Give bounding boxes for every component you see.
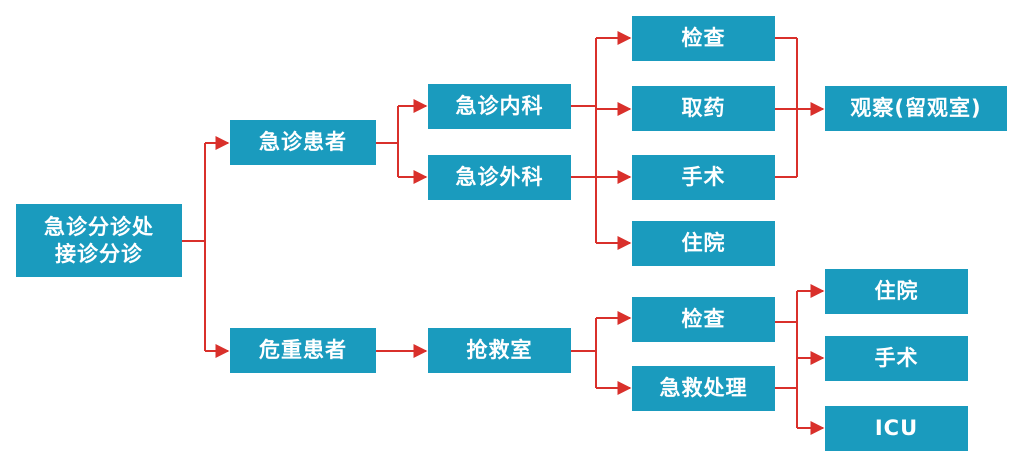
node-exam-2: 检查 <box>632 297 775 342</box>
node-admission-2: 住院 <box>825 269 968 314</box>
node-triage: 急诊分诊处 接诊分诊 <box>16 204 182 277</box>
node-rescue-room: 抢救室 <box>428 328 571 373</box>
node-critical-patient: 危重患者 <box>230 328 376 373</box>
node-internal-medicine: 急诊内科 <box>428 84 571 129</box>
node-observation: 观察(留观室) <box>825 86 1007 131</box>
connector-rescue-branch <box>571 318 597 388</box>
node-operation-2: 手术 <box>825 336 968 381</box>
connector-outcome-branch <box>775 291 798 428</box>
node-medicine: 取药 <box>632 86 775 131</box>
connector-observation-merge <box>775 37 798 178</box>
node-first-aid: 急救处理 <box>632 366 775 411</box>
node-surgery-dept: 急诊外科 <box>428 155 571 200</box>
connector-departments-branch <box>571 38 597 243</box>
connector-emergency-branch <box>376 106 399 177</box>
node-emergency-patient: 急诊患者 <box>230 120 376 165</box>
node-exam-1: 检查 <box>632 16 775 61</box>
node-operation-1: 手术 <box>632 155 775 200</box>
node-icu: ICU <box>825 406 968 451</box>
node-triage-line1: 急诊分诊处 <box>44 215 154 240</box>
node-triage-line2: 接诊分诊 <box>55 241 143 266</box>
node-admission-1: 住院 <box>632 221 775 266</box>
connector-triage-branch <box>182 143 206 351</box>
